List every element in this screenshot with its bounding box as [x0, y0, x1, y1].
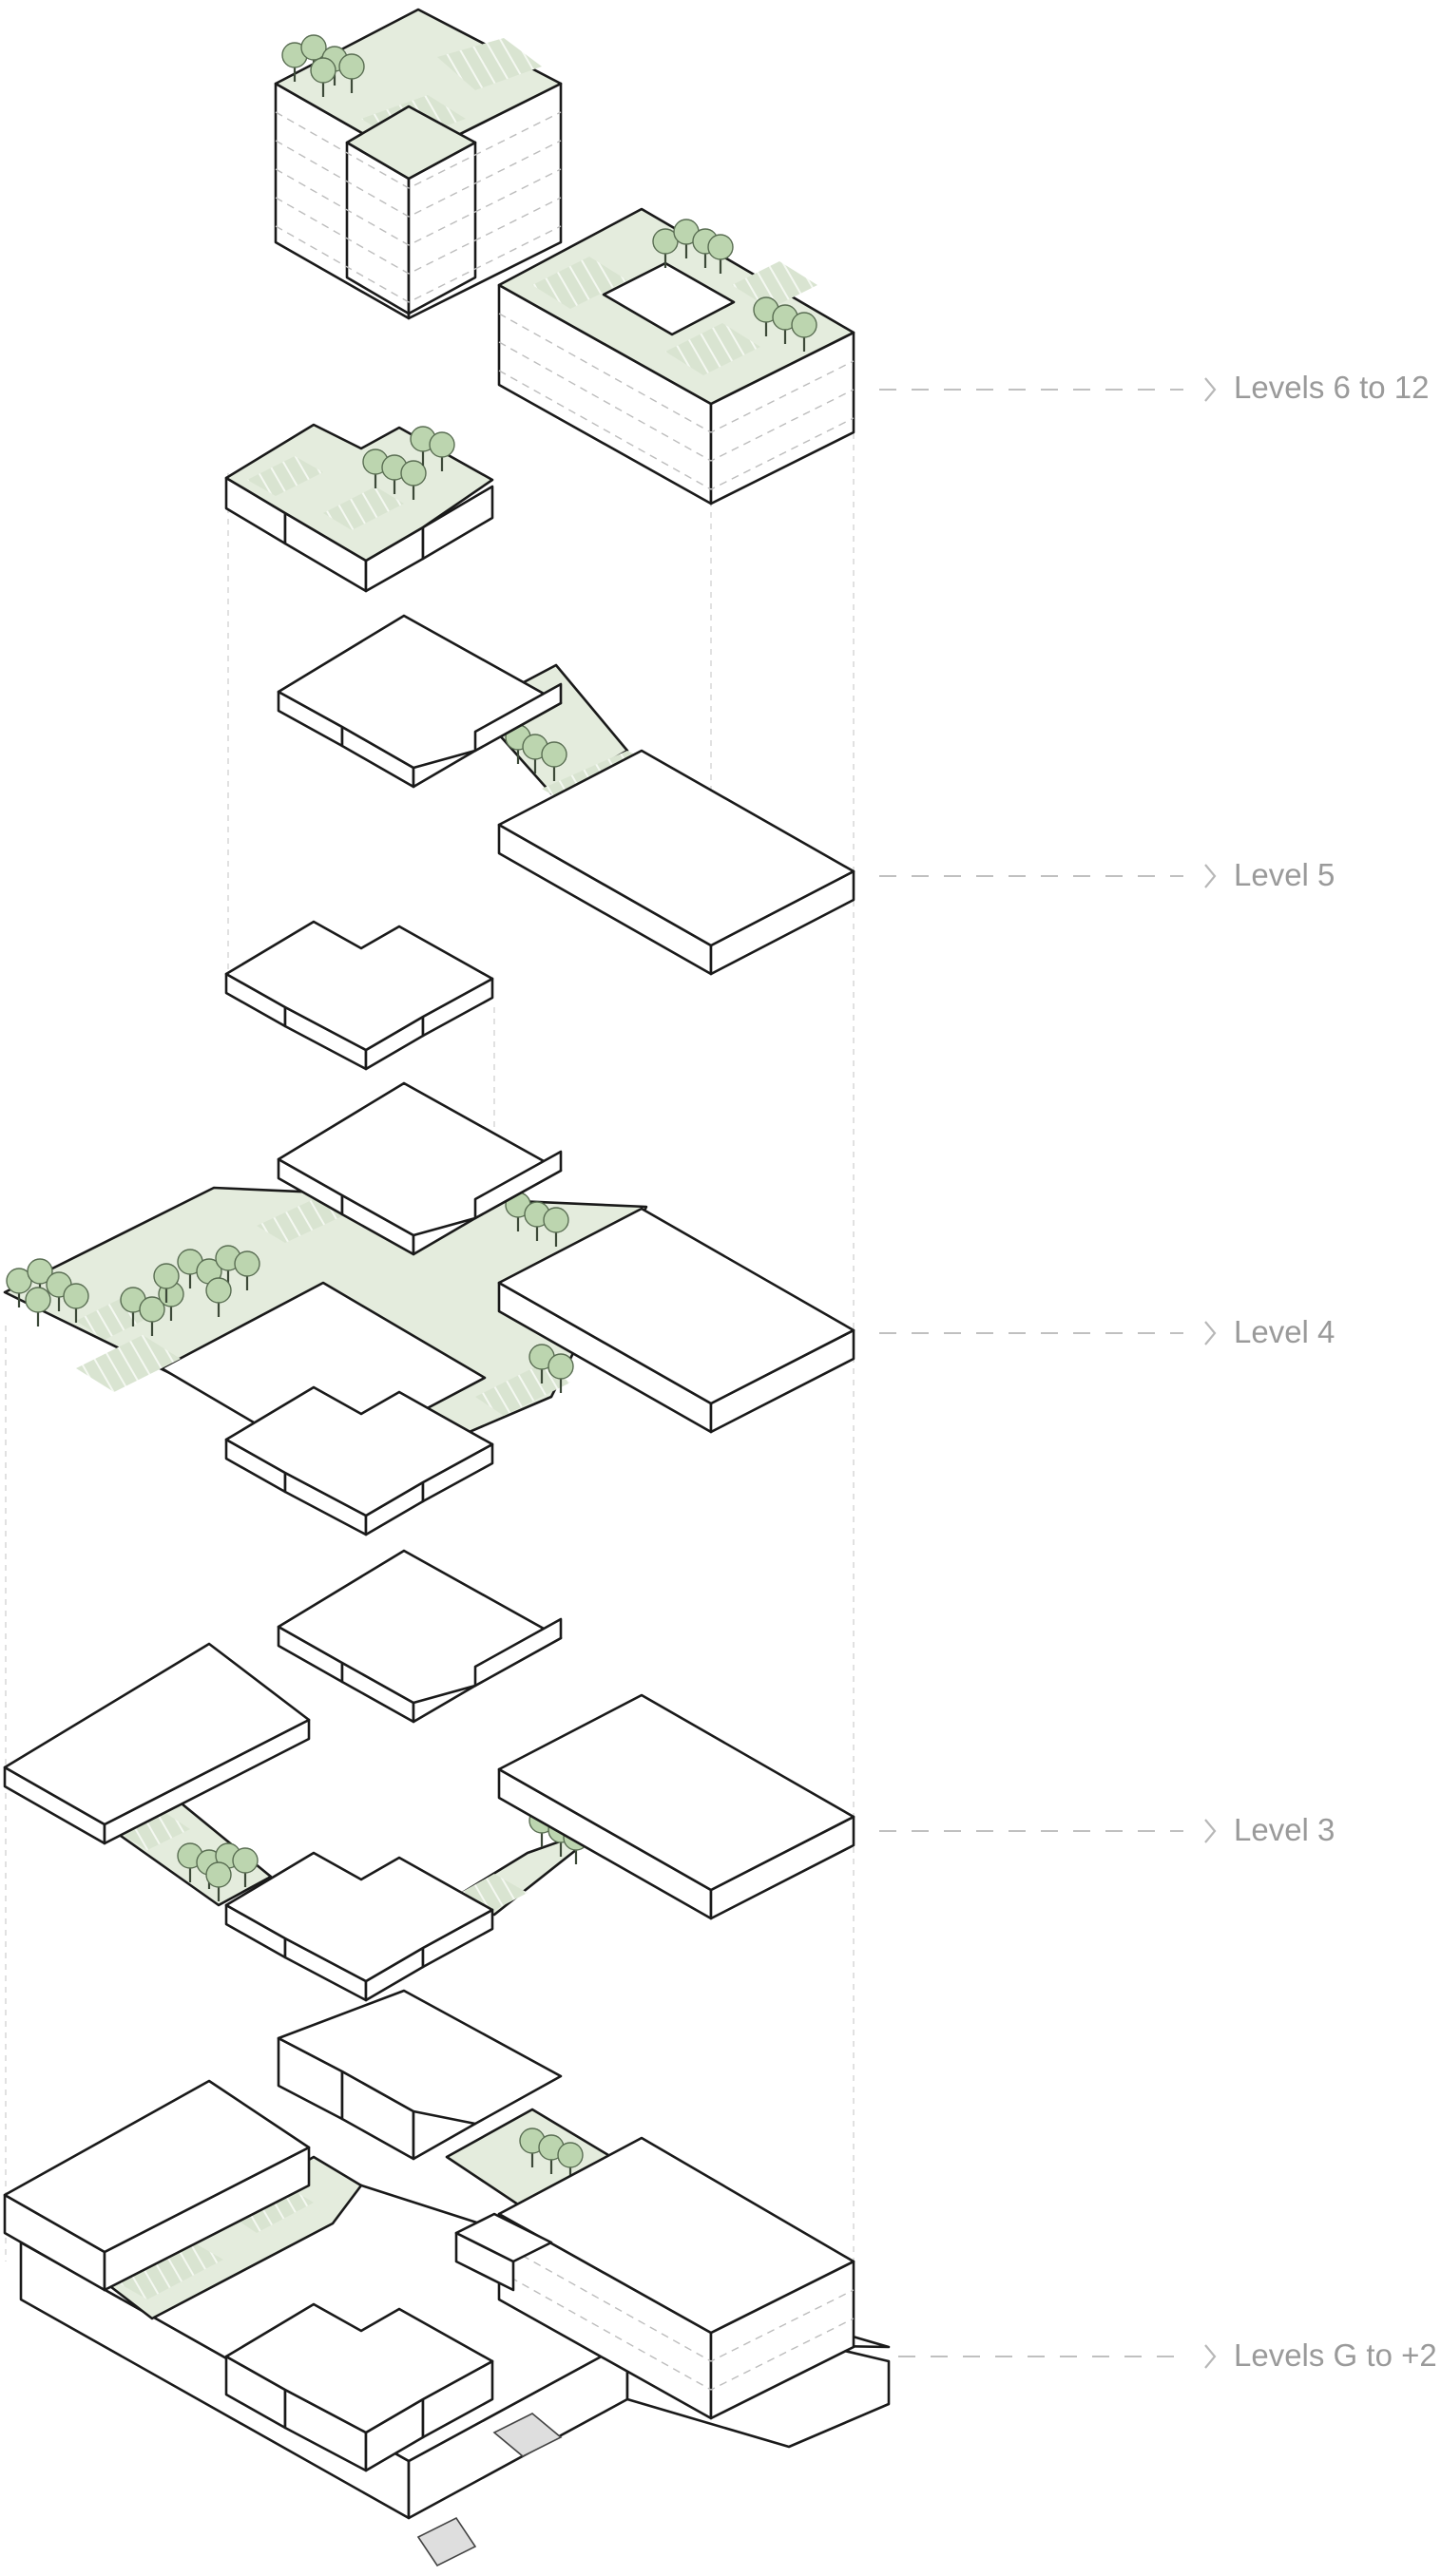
level-label-3: Level 3: [1234, 1812, 1335, 1847]
chevron-right-icon: [1204, 1321, 1217, 1345]
tree-icon: [24, 1286, 52, 1328]
block-level-4: [3, 1081, 855, 1536]
block-levels-6-to-12: [224, 8, 855, 593]
block-levels-g-to-plus-2: [3, 1989, 891, 2567]
block-level-3: [3, 1549, 855, 2002]
level-label-5: Level 5: [1234, 857, 1335, 892]
chevron-right-icon: [1204, 2344, 1217, 2369]
level-leaders: [879, 377, 1217, 2369]
level-label-g-to-plus-2: Levels G to +2: [1234, 2337, 1437, 2373]
level-label-6-to-12: Levels 6 to 12: [1234, 370, 1430, 405]
chevron-right-icon: [1204, 1819, 1217, 1843]
level-label-4: Level 4: [1234, 1314, 1335, 1349]
block-level-5: [224, 614, 855, 1071]
chevron-right-icon: [1204, 377, 1217, 402]
chevron-right-icon: [1204, 864, 1217, 888]
